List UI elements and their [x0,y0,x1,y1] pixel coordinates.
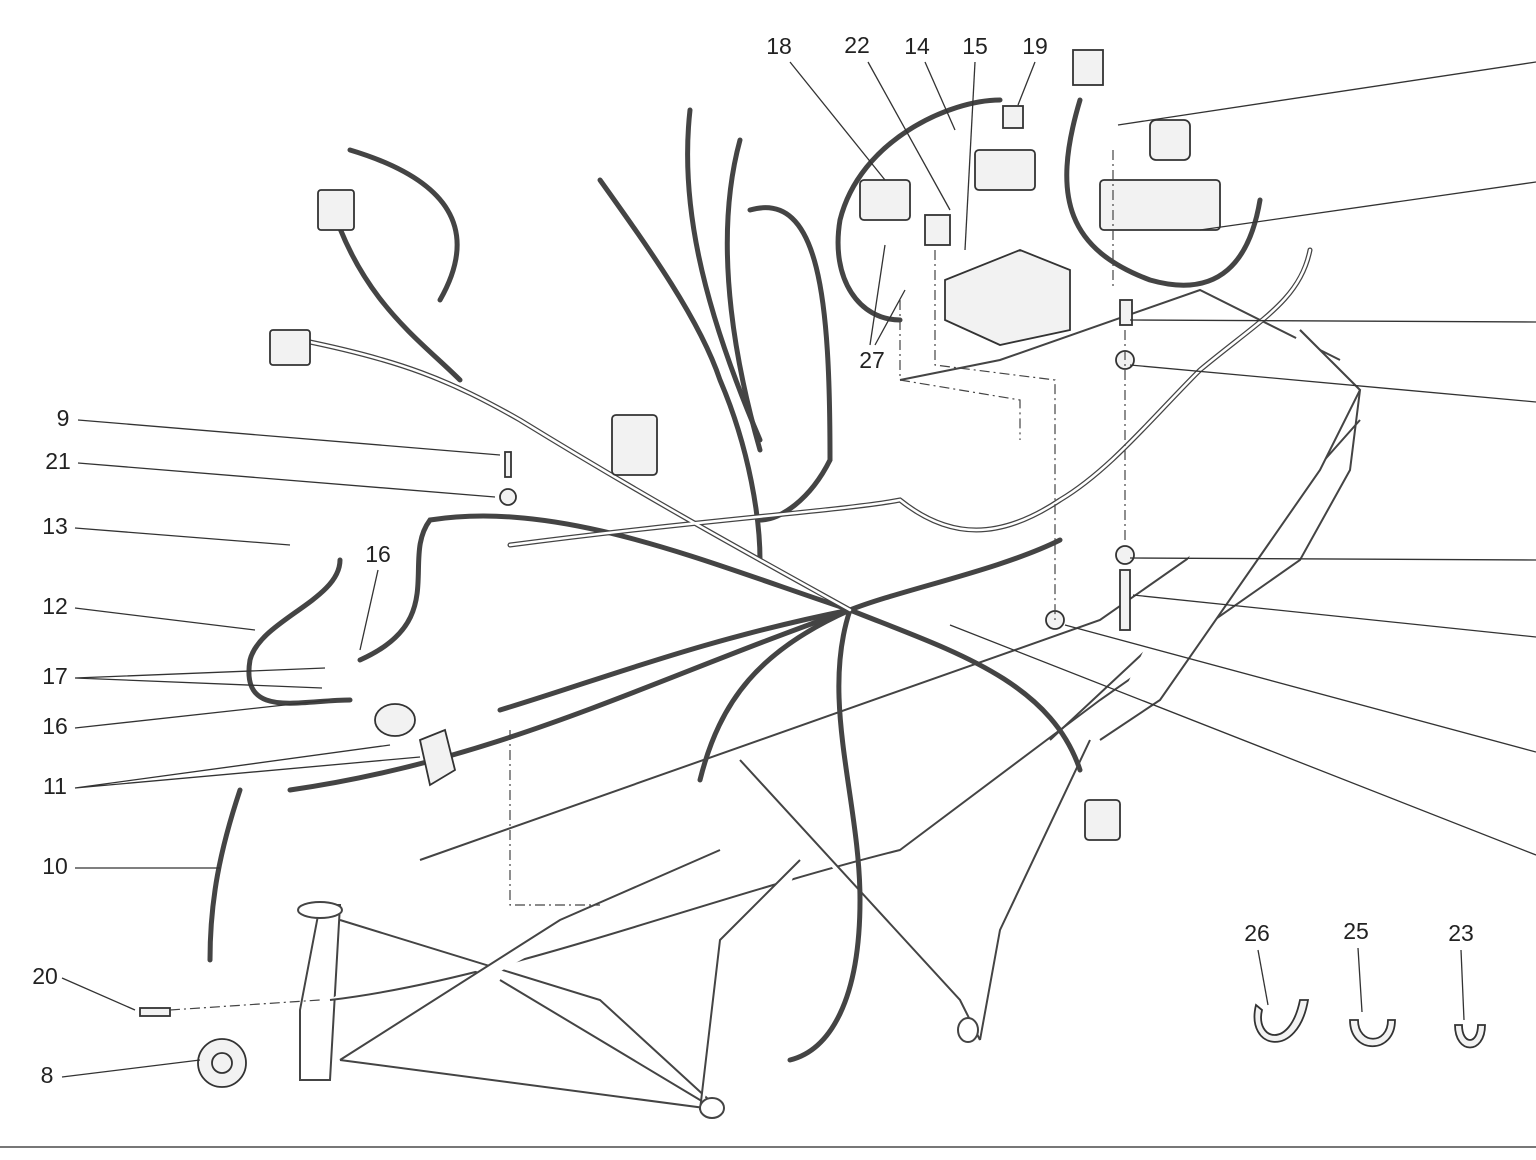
components [139,49,1486,1088]
callout-15: 15 [962,33,988,59]
callout-18: 18 [766,33,792,59]
callout-26: 26 [1244,920,1270,946]
callout-8: 8 [41,1062,54,1088]
callout-25: 25 [1343,918,1369,944]
voltage-regulator [944,249,1071,346]
callout-27: 27 [859,347,885,373]
callout-11: 11 [43,773,67,799]
callout-20: 20 [32,963,58,989]
relay [418,728,457,787]
callout-9: 9 [57,405,70,431]
callout-13: 13 [42,513,68,539]
callout-22: 22 [844,32,870,58]
callout-21: 21 [45,448,71,474]
callout-10: 10 [42,853,68,879]
callout-23: 23 [1448,920,1474,946]
callout-12: 12 [42,593,68,619]
assembly-lines [169,150,1126,1011]
callout-19: 19 [1022,33,1048,59]
callout-16-upper: 16 [365,541,391,567]
callout-16-lower: 16 [42,713,68,739]
callout-labels: 18 22 14 15 19 27 9 21 13 16 12 17 16 11… [32,32,1474,1088]
leader-lines [61,61,1536,1078]
callout-14: 14 [904,33,930,59]
callout-17: 17 [42,663,68,689]
ecu-bracket [1099,179,1221,231]
